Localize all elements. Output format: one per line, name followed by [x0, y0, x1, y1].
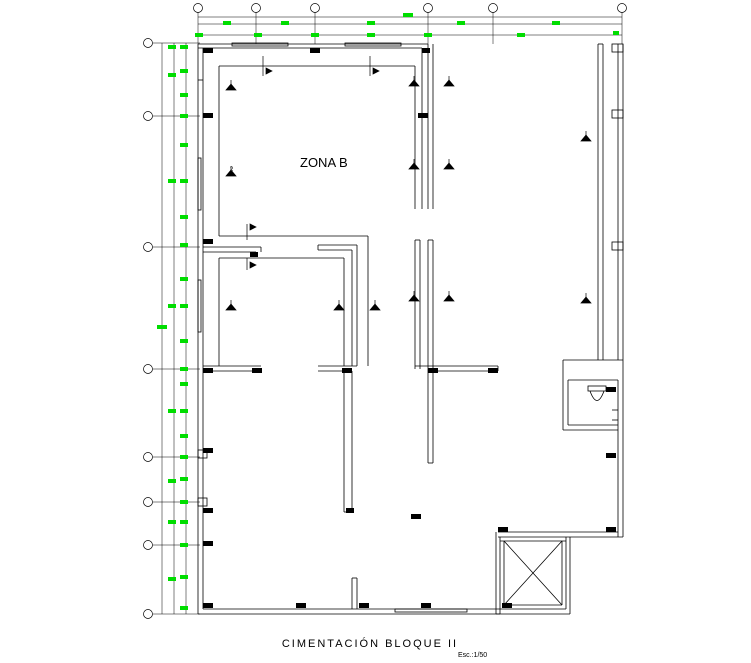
- grid-bubble-5: [488, 3, 498, 13]
- drawing-scale: Esc.:1/50: [458, 652, 488, 659]
- grid-bubble-3: [310, 3, 320, 13]
- grid-bubble-b: [143, 111, 153, 121]
- grid-bubble-f: [143, 497, 153, 507]
- grid-bubble-a: [143, 38, 153, 48]
- top-grid-bubbles: [193, 3, 627, 13]
- section-markers: [225, 56, 592, 311]
- grid-bubble-h: [143, 609, 153, 619]
- grid-bubble-4: [423, 3, 433, 13]
- grid-bubble-2: [251, 3, 261, 13]
- foundation-walls: [197, 42, 624, 615]
- toilet-symbol-icon: [587, 385, 607, 401]
- dimension-markers: [157, 13, 619, 610]
- zone-label: ZONA B: [300, 155, 348, 170]
- grid-bubble-1: [193, 3, 203, 13]
- left-grid-bubbles: [143, 38, 153, 619]
- footings: [203, 48, 616, 608]
- grid-bubble-c: [143, 242, 153, 252]
- grid-bubble-g: [143, 540, 153, 550]
- grid-bubble-d: [143, 364, 153, 374]
- grid-bubble-e: [143, 452, 153, 462]
- grid-bubble-6: [617, 3, 627, 13]
- drawing-title: CIMENTACIÓN BLOQUE II: [281, 638, 459, 650]
- dimension-lines: [153, 12, 623, 615]
- small-mark: 2: [230, 167, 234, 173]
